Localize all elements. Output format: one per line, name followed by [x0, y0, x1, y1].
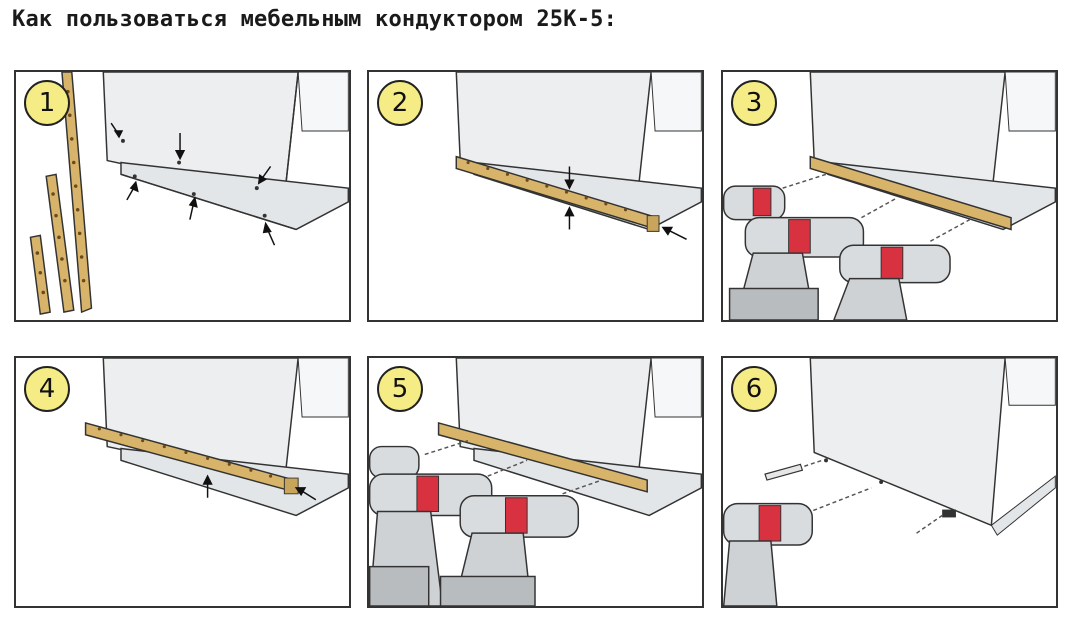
- screw-icon: [942, 509, 956, 518]
- step-panel-3: 3: [721, 70, 1058, 322]
- step-1-illustration: [29, 72, 349, 315]
- step-panel-6: 6: [721, 356, 1058, 608]
- step-6-illustration: [723, 358, 1056, 606]
- step-number-badge-3: 3: [731, 80, 777, 126]
- jig-bar: [455, 155, 660, 232]
- drill-icon: [833, 244, 951, 320]
- drill-icon: [728, 216, 865, 320]
- step-number-badge-4: 4: [24, 366, 70, 412]
- step-4-illustration: [84, 358, 349, 517]
- step-number-badge-6: 6: [731, 366, 777, 412]
- step-3-illustration: [723, 72, 1056, 320]
- step-5-illustration: [369, 358, 702, 606]
- page-title: Как пользоваться мебельным кондуктором 2…: [12, 7, 618, 32]
- step-number-badge-1: 1: [24, 80, 70, 126]
- jig-bars: [29, 72, 93, 315]
- step-panel-1: 1: [14, 70, 351, 322]
- drill-icon: [369, 473, 493, 606]
- step-2-illustration: [455, 72, 702, 240]
- drill-icon: [723, 185, 786, 221]
- drill-icon: [723, 502, 813, 606]
- step-panel-5: 5: [367, 356, 704, 608]
- jig-bar: [84, 421, 299, 495]
- dowel-icon: [764, 463, 804, 481]
- step-panel-4: 4: [14, 356, 351, 608]
- step-panel-2: 2: [367, 70, 704, 322]
- drill-icon: [439, 495, 580, 606]
- step-number-badge-2: 2: [377, 80, 423, 126]
- step-number-badge-5: 5: [377, 366, 423, 412]
- drill-icon: [369, 445, 420, 479]
